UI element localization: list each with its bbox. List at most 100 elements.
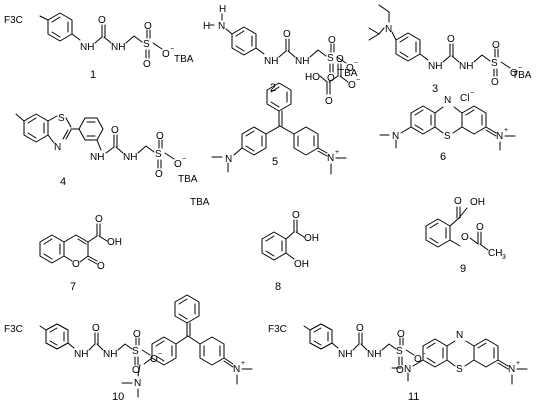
svg-text:H: H [203,21,210,32]
svg-text:N: N [385,24,392,35]
svg-text:O: O [454,196,462,207]
svg-text:3: 3 [502,254,506,261]
svg-text:O: O [133,329,141,340]
compound-5: N TBA N + HO O O O − 5 [190,54,360,208]
compound-7: O O O OH 7 [39,214,122,293]
svg-text:−: − [182,156,186,163]
svg-text:O: O [336,54,344,65]
compound-number: 7 [70,281,76,293]
svg-text:HO: HO [305,72,320,83]
counterion-label: Cl [460,93,469,104]
svg-text:+: + [504,127,508,134]
svg-text:O: O [92,323,100,334]
svg-text:O: O [510,68,518,79]
svg-text:O: O [95,214,103,225]
svg-text:NH: NH [123,152,137,163]
svg-text:S: S [456,364,463,375]
compound-number: 8 [275,281,281,293]
svg-text:O: O [397,329,405,340]
compound-number: 11 [408,391,419,403]
compound-8: O OH OH 8 [261,210,319,293]
svg-text:O: O [143,59,151,70]
svg-text:N: N [444,95,451,106]
svg-text:N: N [496,131,503,142]
svg-text:O: O [346,63,354,74]
svg-text:N: N [134,378,141,389]
svg-text:NH: NH [459,61,473,72]
svg-text:O: O [396,365,404,376]
compound-3: N NH O NH S O O O − TBA 3 [368,4,532,95]
compound-number: 2 [270,82,276,94]
compound-number: 9 [460,263,466,275]
svg-text:O: O [414,354,422,365]
svg-text:S: S [155,149,162,160]
svg-text:O: O [156,131,164,142]
svg-text:NH: NH [103,349,117,360]
svg-text:O: O [447,34,455,45]
counterion-label: TBA [512,70,532,81]
svg-text:O: O [492,40,500,51]
svg-text:O: O [292,210,300,221]
svg-text:N: N [225,154,232,165]
svg-text:−: − [158,351,162,358]
compound-1: F3C NH O NH S O O O − TBA 1 [4,12,194,81]
svg-text:N: N [404,364,411,375]
svg-text:O: O [476,222,484,233]
svg-text:−: − [422,351,426,358]
svg-text:S: S [444,131,451,142]
svg-text:+: + [241,360,245,367]
svg-text:O: O [348,80,356,91]
cf3-group-label: F3C [4,324,23,335]
svg-text:H: H [219,4,226,15]
svg-text:S: S [327,53,334,64]
counterion-label: TBA [174,54,194,65]
svg-text:NH: NH [111,42,125,53]
svg-text:−: − [354,60,358,67]
counterion-label: TBA [190,197,210,208]
compound-11: F3C NH O NH S O O O − N S N [268,323,528,403]
compound-number: 10 [112,391,124,403]
svg-text:O: O [162,49,170,60]
compound-10: F3C NH O NH S O O O − N [4,294,253,403]
compound-2: H N H NH O NH S O O O − TBA 2 [203,4,358,94]
svg-text:N: N [392,131,399,142]
svg-text:O: O [155,169,163,180]
svg-text:N: N [456,330,463,341]
svg-text:−: − [356,77,360,84]
compound-9: O OH O O CH 3 9 [425,196,506,275]
svg-text:N: N [508,364,515,375]
svg-text:O: O [461,232,469,243]
svg-text:S: S [143,39,150,50]
svg-text:O: O [328,35,336,46]
svg-text:O: O [174,159,182,170]
cf3-group-label: F3C [4,15,23,26]
svg-text:S: S [491,58,498,69]
svg-text:O: O [283,29,291,40]
svg-text:NH: NH [367,349,381,360]
svg-text:O: O [327,73,335,84]
svg-text:−: − [470,90,474,97]
cf3-group-label: F3C [268,324,287,335]
counterion-label: TBA [338,68,358,79]
counterion-label: TBA [178,174,198,185]
svg-text:OH: OH [304,233,319,244]
svg-text:O: O [132,365,140,376]
svg-text:N: N [54,142,61,153]
svg-text:O: O [111,125,119,136]
compound-number: 1 [90,69,96,81]
svg-text:−: − [170,46,174,53]
svg-text:NH: NH [295,56,309,67]
svg-text:NH: NH [74,349,88,360]
compound-number: 3 [432,83,438,95]
svg-text:OH: OH [294,259,309,270]
svg-text:+: + [516,360,520,367]
compound-6: N Cl − S N N + 6 [379,90,516,163]
svg-text:NH: NH [80,42,94,53]
svg-text:NH: NH [338,349,352,360]
svg-text:NH: NH [428,61,442,72]
svg-text:OH: OH [470,197,485,208]
svg-text:O: O [72,259,80,270]
svg-text:S: S [396,346,403,357]
svg-text:N: N [327,153,334,164]
